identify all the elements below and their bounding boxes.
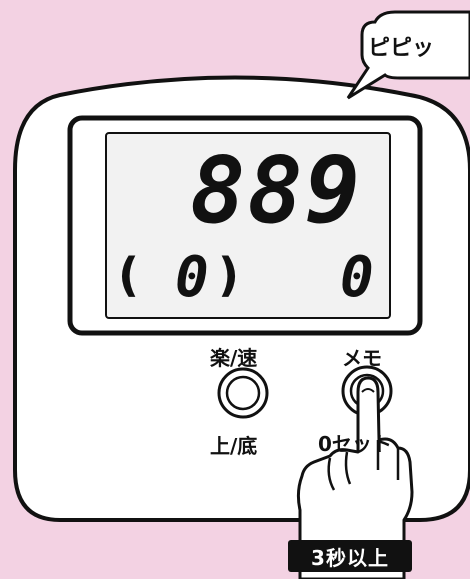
lcd-screen [105, 132, 391, 319]
bubble-text: ピピッ [368, 36, 435, 61]
sub-right-value: 0 [340, 245, 374, 310]
speech-bubble [346, 10, 470, 100]
main-reading: 889 [190, 137, 363, 244]
sub-left-close-paren: ) [218, 248, 240, 302]
sub-left-value: 0 [175, 245, 209, 310]
finger-pointer-icon [296, 376, 414, 579]
sub-left-open-paren: ( [118, 248, 140, 302]
label-memo: メモ [342, 346, 382, 370]
hold-duration-caption: 3秒以上 [288, 540, 412, 572]
label-zero-set: 0セット [318, 432, 392, 456]
label-upper-lower: 上/底 [210, 434, 258, 458]
button-left-inner[interactable] [225, 375, 261, 411]
label-comfort-speed: 楽/速 [210, 346, 258, 370]
